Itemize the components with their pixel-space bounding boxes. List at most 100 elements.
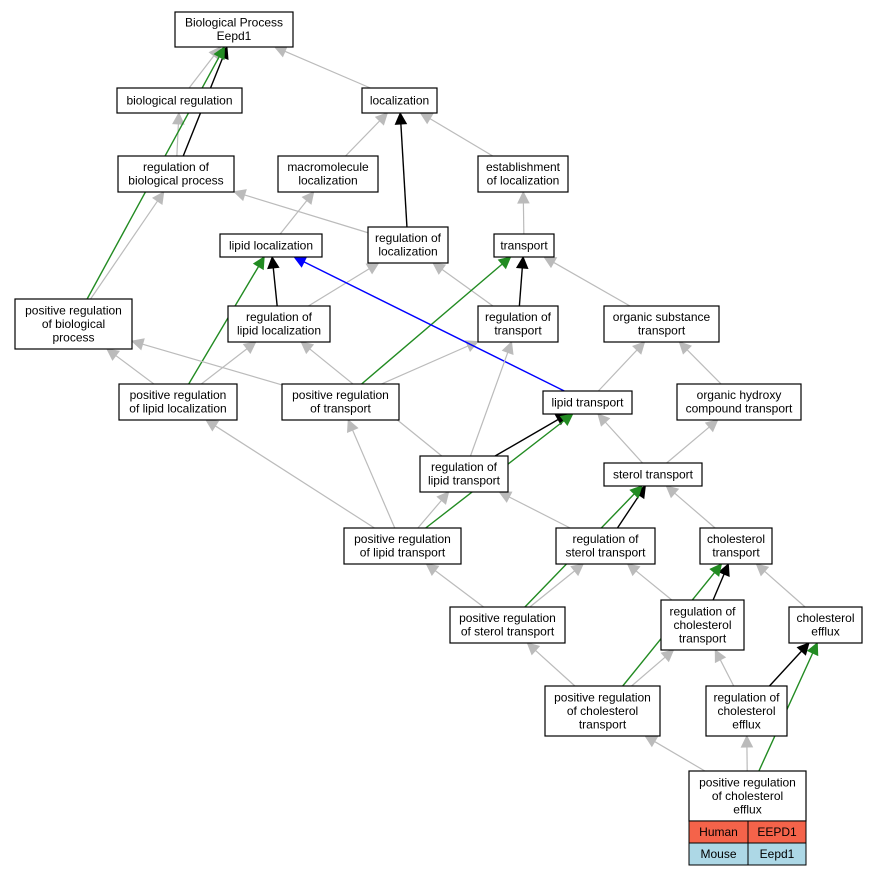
go-term-node-loc[interactable]: localization (361, 87, 438, 114)
arrowhead-icon (526, 642, 541, 656)
edge-line (176, 123, 179, 157)
node-box (14, 298, 133, 350)
node-box (174, 11, 294, 48)
edge-line (345, 120, 381, 157)
arrowhead-icon (597, 413, 611, 427)
node-box (227, 305, 331, 343)
edge-line (381, 345, 469, 385)
arrowhead-icon (755, 563, 770, 577)
node-label-line: transport (679, 631, 727, 645)
arrowhead-icon (517, 190, 530, 204)
node-label-line: of cholesterol (567, 704, 638, 718)
go-term-node-transport[interactable]: transport (493, 233, 555, 258)
node-label-line: establishment (486, 160, 561, 174)
arrowhead-icon (347, 418, 359, 434)
legend-gene-cell: Eepd1 (747, 842, 807, 866)
node-label-line: positive regulation (554, 690, 651, 704)
arrowhead-icon (267, 255, 280, 270)
arrowhead-icon (740, 734, 754, 748)
edge-line (654, 741, 706, 772)
edge-regbp-to-breg (172, 111, 185, 157)
edge-line (400, 123, 408, 228)
arrowhead-icon (374, 112, 389, 126)
node-label-line: macromolecule (287, 160, 369, 174)
node-label-line: cholesterol (796, 611, 854, 625)
node-box (277, 155, 379, 193)
edge-posregcholtransport-to-regcholtransport (631, 649, 675, 687)
arrowhead-icon (232, 189, 247, 202)
edge-line (666, 426, 710, 464)
node-box (419, 455, 509, 493)
edge-regcholefflux-to-regcholtransport (714, 649, 735, 687)
node-label-line: cholesterol (707, 532, 765, 546)
node-label-line: regulation of (375, 231, 442, 245)
node-box (676, 383, 802, 421)
go-term-node-lipidloc[interactable]: lipid localization (219, 233, 323, 258)
edge-posreglipidtransport-to-posreglipidloc (205, 419, 375, 529)
arrowhead-icon (394, 111, 408, 125)
edge-line (535, 649, 576, 687)
node-label-line: regulation of (713, 690, 780, 704)
node-label-line: regulation of (669, 604, 736, 618)
arrowhead-icon (709, 563, 723, 577)
node-label-line: of lipid transport (360, 546, 446, 560)
node-box (219, 233, 323, 258)
arrowhead-icon (704, 419, 719, 433)
arrowhead-icon (543, 256, 558, 269)
node-box (361, 87, 438, 114)
edge-line (635, 570, 673, 601)
node-box (117, 155, 235, 193)
legend-gene-cell: EEPD1 (747, 820, 807, 844)
arrowhead-icon (273, 45, 288, 58)
edge-line (214, 425, 375, 529)
edge-lipidloc-to-macroloc (279, 191, 315, 235)
arrowhead-icon (644, 735, 659, 748)
node-label-line: positive regulation (699, 775, 796, 789)
legend-species-cell: Mouse (688, 842, 749, 866)
node-label-line: Biological Process (185, 16, 283, 30)
edge-line (518, 267, 523, 307)
edge-posreglipidloc-to-lipidloc (188, 256, 265, 385)
node-label-line: positive regulation (354, 532, 451, 546)
go-term-node-steroltransport[interactable]: sterol transport (603, 462, 703, 487)
arrowhead-icon (629, 485, 643, 499)
node-label-line: of lipid localization (129, 402, 226, 416)
arrowhead-icon (419, 112, 434, 125)
edge-line (417, 499, 442, 529)
edge-line (303, 261, 565, 392)
arrowhead-icon (436, 491, 450, 505)
node-label-line: regulation of (485, 310, 552, 324)
node-label-line: lipid transport (428, 474, 501, 488)
node-label-line: transport (494, 324, 542, 338)
go-term-node-lipidtransport[interactable]: lipid transport (542, 390, 633, 415)
arrowhead-icon (559, 413, 574, 427)
go-term-node-breg[interactable]: biological regulation (116, 87, 243, 114)
edge-posreglipidloc-to-reglipidloc (200, 341, 257, 385)
node-label-line: of transport (310, 402, 371, 416)
edge-line (768, 650, 803, 687)
node-label-line: organic substance (613, 310, 711, 324)
edge-steroltransport-to-lipidtransport (597, 413, 643, 464)
